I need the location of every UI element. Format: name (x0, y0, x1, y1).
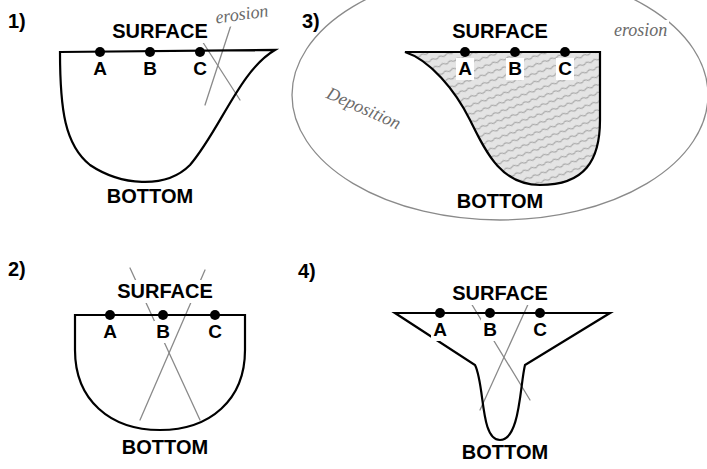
channel-shape (75, 315, 245, 430)
sample-point (158, 310, 168, 320)
sample-point (210, 310, 220, 320)
point-letter: A (101, 321, 119, 343)
point-letter: B (141, 58, 159, 80)
panel-number: 4) (298, 260, 316, 283)
point-letter: C (556, 58, 574, 80)
point-letter: A (431, 319, 449, 341)
surface-label: SURFACE (450, 20, 550, 43)
handwritten-note: erosion (212, 0, 272, 28)
bottom-label: BOTTOM (460, 441, 550, 464)
surface-label: SURFACE (450, 282, 550, 305)
point-letter: A (91, 58, 109, 80)
sample-point (560, 47, 570, 57)
panel-number: 1) (8, 10, 26, 33)
channel-outline (400, 15, 610, 215)
pencil-cross (480, 300, 530, 410)
river-cross-section: SURFACEA B C BOTTOM (50, 15, 290, 215)
handwritten-note: erosion (612, 20, 669, 41)
channel-shape (395, 313, 610, 440)
sample-point (535, 308, 545, 318)
channel-shape (60, 50, 275, 182)
bottom-label: BOTTOM (455, 190, 545, 213)
sample-point (195, 47, 205, 57)
sample-point (95, 47, 105, 57)
surface-label: SURFACE (110, 20, 210, 43)
point-letter: C (191, 58, 209, 80)
river-cross-section: SURFACE A B C BOTTOM (70, 275, 260, 465)
sample-point (460, 47, 470, 57)
sample-point (510, 47, 520, 57)
point-letter: B (481, 319, 499, 341)
point-letter: A (456, 58, 474, 80)
point-letter: C (206, 321, 224, 343)
surface-label: SURFACE (115, 280, 215, 303)
bottom-label: BOTTOM (105, 185, 195, 208)
panel-number: 3) (302, 10, 320, 33)
point-letter: C (531, 319, 549, 341)
pencil-circle (292, 0, 707, 220)
sample-point (105, 310, 115, 320)
bottom-label: BOTTOM (120, 436, 210, 459)
handwritten-note: Deposition (322, 82, 406, 135)
channel-shape (405, 52, 600, 185)
river-cross-section: SURFACE A B C BOTTOM (400, 15, 610, 215)
point-letter: B (154, 321, 172, 343)
sample-point (435, 308, 445, 318)
panel-number: 2) (8, 258, 26, 281)
sample-point (485, 308, 495, 318)
point-letter: B (506, 58, 524, 80)
river-cross-section: SURFACEA B C BOTTOM (390, 275, 620, 465)
sample-point (145, 47, 155, 57)
